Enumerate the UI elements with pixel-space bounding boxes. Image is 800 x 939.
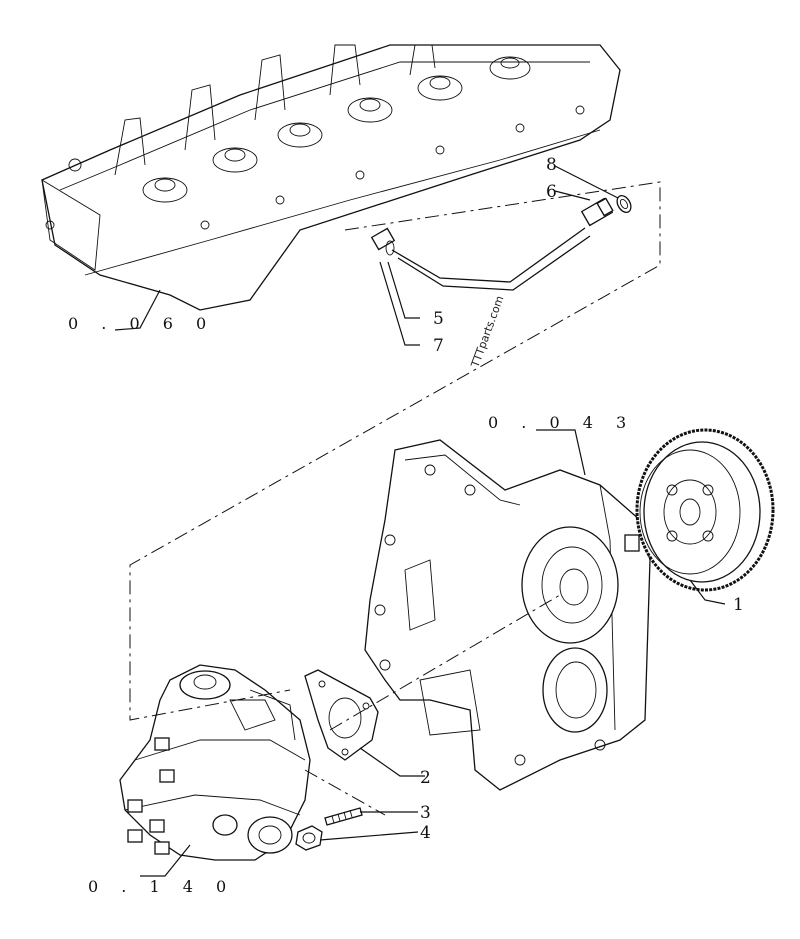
union-fitting-6 [580, 197, 614, 227]
callout-8: 8 [546, 155, 557, 175]
banjo-fitting-left [370, 227, 396, 256]
callout-1: 1 [733, 595, 744, 615]
callout-2: 2 [420, 768, 431, 788]
assembly-center-lines [129, 181, 661, 816]
pump-flange-gasket [304, 669, 379, 761]
reference-injection-pump: 0 . 1 4 0 [88, 877, 235, 896]
watermark: TTTparts.com [468, 294, 506, 370]
callout-6: 6 [546, 182, 557, 202]
fuel-leak-off-pipe [391, 227, 591, 291]
callout-7: 7 [433, 336, 444, 356]
seal-washer-8 [616, 194, 632, 214]
injection-pump [119, 664, 311, 861]
callout-5: 5 [433, 309, 444, 329]
pump-drive-gear [635, 428, 775, 592]
reference-cylinder-head: 0 . 0 6 0 [68, 314, 215, 333]
stud-3 [324, 807, 363, 826]
watermark-text: TTTparts.com [468, 294, 506, 370]
reference-gear-housing: 0 . 0 4 3 [488, 413, 635, 432]
callout-4: 4 [420, 823, 431, 843]
leader-lines [114, 165, 726, 877]
nut-4 [295, 825, 323, 851]
cylinder-head-assembly [41, 44, 621, 311]
callout-3: 3 [420, 803, 431, 823]
gear-housing [364, 439, 651, 791]
